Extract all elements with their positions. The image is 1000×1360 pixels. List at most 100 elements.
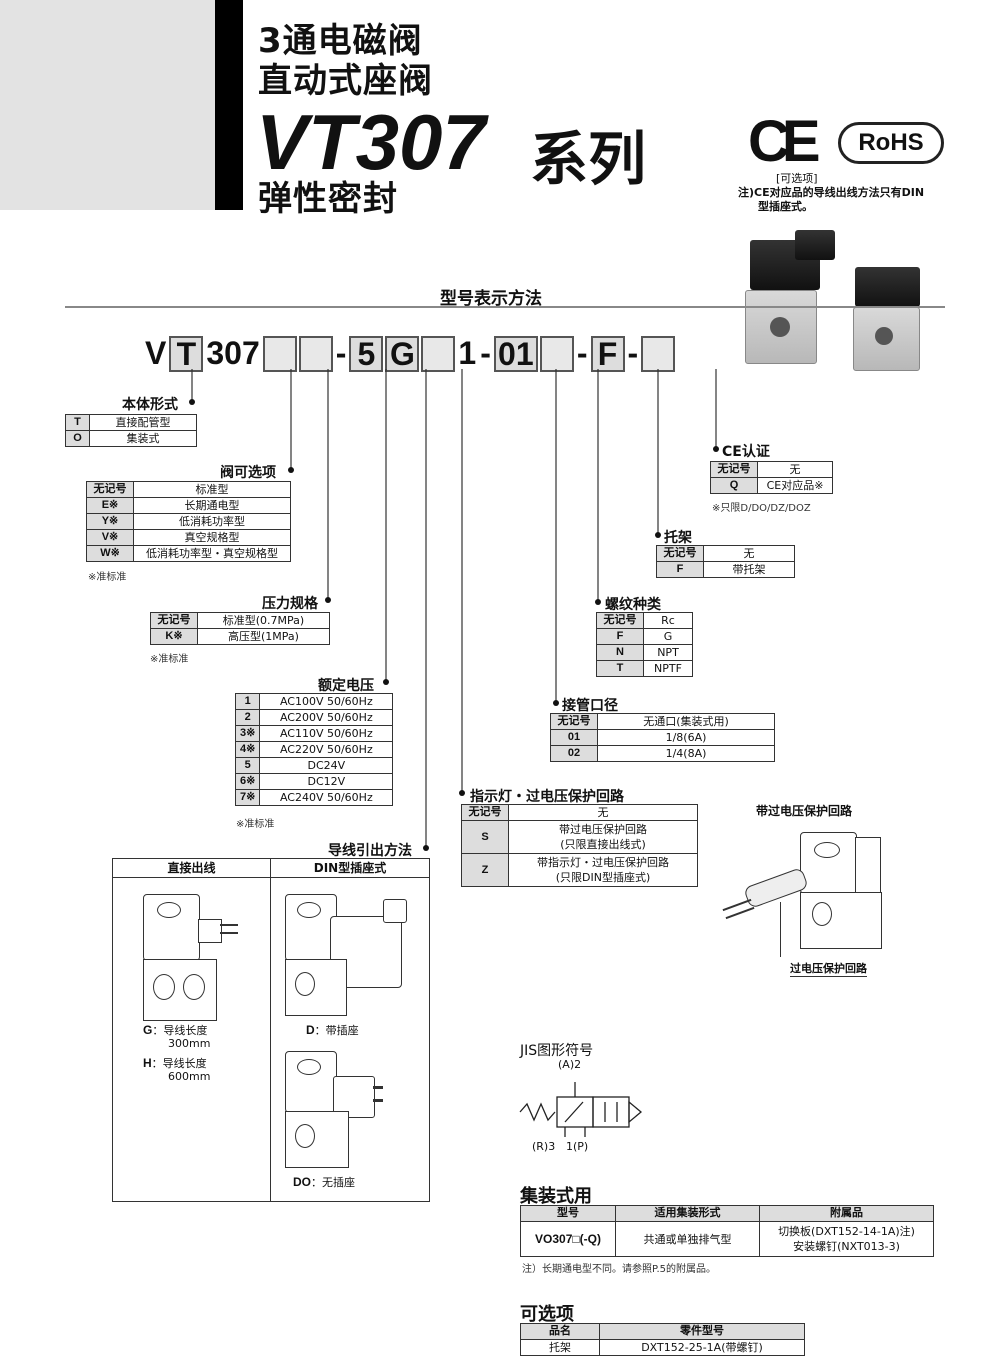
body-type-title: 本体形式 bbox=[122, 397, 178, 413]
port-title: 接管口径 bbox=[562, 698, 618, 714]
voltage-title: 额定电压 bbox=[318, 678, 374, 694]
table-row: 6※DC12V bbox=[234, 773, 394, 790]
h-option: H：导线长度 bbox=[143, 1056, 207, 1070]
table-row: 无记号无 bbox=[656, 545, 795, 562]
manifold-title: 集装式用 bbox=[520, 1186, 592, 1207]
model-notation-title: 型号表示方法 bbox=[440, 289, 542, 309]
jis-symbol bbox=[519, 1082, 643, 1137]
d-option: D：带插座 bbox=[306, 1023, 359, 1037]
code-thread-box bbox=[539, 335, 574, 372]
jis-port-r: (R)3 bbox=[532, 1140, 556, 1153]
wiring-col-1: 直接出线 bbox=[113, 859, 271, 878]
code-5: 5 bbox=[349, 335, 384, 372]
code-indicator-box bbox=[421, 335, 456, 372]
table-row: 7※AC240V 50/60Hz bbox=[234, 789, 394, 806]
code-dash-1: - bbox=[335, 335, 347, 371]
ce-logo: CE bbox=[748, 109, 821, 174]
table-row: V※真空规格型 bbox=[86, 529, 291, 546]
model-code-row: V T 307 - 5 G 1 - 01 - F - bbox=[143, 335, 676, 372]
series-label: 系列 bbox=[530, 125, 647, 193]
ce-note-1: 注)CE对应品的导线出线方法只有DIN bbox=[738, 186, 925, 199]
thread-title: 螺纹种类 bbox=[605, 597, 661, 613]
bracket-title: 托架 bbox=[664, 530, 692, 546]
product-photo bbox=[735, 222, 955, 372]
code-g: G bbox=[385, 335, 420, 372]
table-row: W※低消耗功率型・真空规格型 bbox=[86, 545, 291, 562]
pressure-table: 无记号标准型(0.7MPa) K※高压型(1MPa) bbox=[150, 612, 330, 645]
table-row: 无记号标准型(0.7MPa) bbox=[150, 612, 330, 629]
table-row: 托架 DXT152-25-1A(带螺钉) bbox=[520, 1339, 805, 1356]
din-valve-do-illustration bbox=[285, 1051, 395, 1168]
model-title: VT307 bbox=[256, 98, 486, 186]
code-01: 01 bbox=[493, 335, 538, 372]
table-row: K※高压型(1MPa) bbox=[150, 628, 330, 645]
surge-label: 过电压保护回路 bbox=[790, 962, 867, 977]
wiring-title: 导线引出方法 bbox=[328, 843, 412, 859]
code-dash-3: - bbox=[576, 335, 588, 371]
section-divider bbox=[65, 306, 945, 308]
code-dash-2: - bbox=[480, 335, 491, 371]
ce-title: CE认证 bbox=[722, 444, 770, 460]
h-length: 600mm bbox=[168, 1070, 211, 1083]
manifold-table: 型号 适用集装形式 附属品 VO307□(-Q) 共通或单独排气型 切换板(DX… bbox=[520, 1205, 934, 1257]
rohs-badge: RoHS bbox=[838, 122, 944, 164]
code-t: T bbox=[169, 335, 204, 372]
pressure-note: ※准标准 bbox=[150, 654, 189, 665]
jis-title: JIS图形符号 bbox=[520, 1043, 594, 1059]
wiring-col-2: DIN型插座式 bbox=[271, 859, 429, 878]
code-valve-option-box bbox=[262, 335, 297, 372]
indicator-title: 指示灯・过电压保护回路 bbox=[470, 789, 624, 805]
ce-option-label: [可选项] bbox=[776, 172, 818, 185]
surge-illustration bbox=[720, 822, 895, 962]
options-title: 可选项 bbox=[520, 1304, 574, 1325]
grommet-valve-illustration bbox=[143, 894, 238, 1021]
options-table: 品名 零件型号 托架 DXT152-25-1A(带螺钉) bbox=[520, 1323, 805, 1356]
code-pressure-box bbox=[298, 335, 333, 372]
code-f: F bbox=[590, 335, 625, 372]
table-row: 品名 零件型号 bbox=[520, 1323, 805, 1340]
table-row: 无记号标准型 bbox=[86, 481, 291, 498]
valve-option-title: 阀可选项 bbox=[220, 465, 276, 481]
code-v: V bbox=[145, 335, 167, 371]
table-row: E※长期通电型 bbox=[86, 497, 291, 514]
voltage-note: ※准标准 bbox=[236, 819, 275, 830]
valve-option-table: 无记号标准型 E※长期通电型 Y※低消耗功率型 V※真空规格型 W※低消耗功率型… bbox=[86, 481, 291, 562]
do-option: DO：无插座 bbox=[293, 1175, 355, 1189]
din-valve-d-illustration bbox=[285, 894, 415, 1016]
table-row: 无记号无通口(集装式用) bbox=[550, 713, 775, 730]
code-1: 1 bbox=[458, 335, 477, 371]
code-307: 307 bbox=[206, 335, 260, 371]
table-row: Y※低消耗功率型 bbox=[86, 513, 291, 530]
table-row: 无记号无 bbox=[461, 804, 698, 821]
table-row: VO307□(-Q) 共通或单独排气型 切换板(DXT152-14-1A)注)安… bbox=[520, 1221, 934, 1257]
g-length: 300mm bbox=[168, 1037, 211, 1050]
table-row: 4※AC220V 50/60Hz bbox=[234, 741, 394, 758]
pressure-title: 压力规格 bbox=[262, 596, 318, 612]
header-gray-block bbox=[0, 0, 215, 210]
table-row: 无记号无 bbox=[710, 461, 833, 478]
surge-figure-title: 带过电压保护回路 bbox=[756, 804, 853, 818]
jis-port-p: 1(P) bbox=[566, 1140, 589, 1153]
